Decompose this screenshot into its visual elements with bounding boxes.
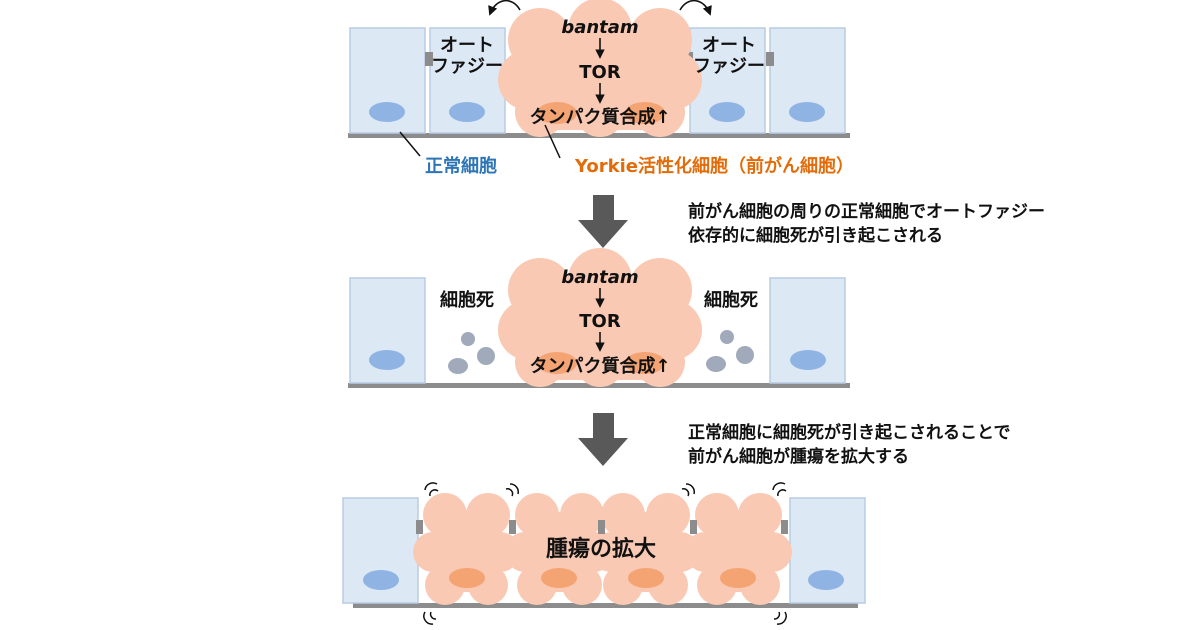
- caption-line: 前がん細胞の周りの正常細胞でオートファジー: [688, 202, 1045, 222]
- pathway-protein-synthesis: タンパク質合成↑: [529, 355, 670, 377]
- dead-cell-debris: [448, 330, 754, 374]
- nucleus: [789, 102, 825, 122]
- cell-junction: [781, 520, 788, 534]
- normal-cell-label: 正常細胞: [425, 155, 497, 177]
- cell-junction: [416, 520, 423, 534]
- stage2-panel: 細胞死 細胞死 bantam TOR タンパク質合成↑: [348, 248, 850, 388]
- nucleus: [369, 102, 405, 122]
- cell-junction: [509, 520, 516, 534]
- cell-junction: [598, 520, 605, 534]
- stage3-panel: 腫瘍の拡大: [342, 482, 866, 625]
- label-pointer: [544, 124, 561, 159]
- tumor-nucleus: [541, 568, 577, 588]
- tumor-cell: [413, 493, 520, 605]
- autophagy-label-right: ファジー: [693, 56, 765, 77]
- tumor-nucleus: [720, 568, 756, 588]
- tumor-expansion-label: 腫瘍の拡大: [546, 536, 656, 562]
- nucleus: [363, 570, 399, 590]
- stage1-panel: オート ファジー オート ファジー bantam TOR タンパク質合成↑ 正常…: [348, 0, 854, 177]
- caption-line: 正常細胞に細胞死が引き起こされることで: [688, 423, 1011, 443]
- wiggle-motion-icon: [423, 482, 787, 625]
- autophagy-label-left: ファジー: [431, 56, 503, 77]
- pathway-tor: TOR: [579, 311, 621, 332]
- basement-membrane: [353, 603, 858, 608]
- normal-cell: [769, 27, 846, 134]
- cell-death-label-left: 細胞死: [440, 289, 494, 311]
- curved-arrow-icon: [679, 0, 712, 16]
- tumor-nucleus: [449, 568, 485, 588]
- autophagy-label-left: オート: [440, 35, 494, 56]
- nucleus: [808, 570, 844, 590]
- nucleus: [709, 102, 745, 122]
- tumor-nucleus: [537, 102, 577, 124]
- down-arrow-icon: [578, 195, 628, 248]
- nucleus: [369, 350, 405, 370]
- tumor-cell: [685, 493, 792, 605]
- cell-junction: [766, 52, 774, 66]
- cell-junction: [690, 520, 697, 534]
- autophagy-label-right: オート: [702, 35, 756, 56]
- down-arrow-icon: [578, 413, 628, 466]
- yorkie-cell-label: Yorkie活性化細胞（前がん細胞）: [574, 155, 854, 177]
- caption-step2: 正常細胞に細胞死が引き起こされることで 前がん細胞が腫瘍を拡大する: [688, 421, 1011, 469]
- label-pointer: [399, 131, 421, 157]
- cell-death-label-right: 細胞死: [704, 289, 758, 311]
- pathway-bantam: bantam: [561, 17, 638, 38]
- caption-step1: 前がん細胞の周りの正常細胞でオートファジー 依存的に細胞死が引き起こされる: [688, 200, 1045, 248]
- nucleus: [449, 102, 485, 122]
- cell-junction: [425, 52, 433, 66]
- caption-line: 前がん細胞が腫瘍を拡大する: [688, 447, 909, 467]
- tumor-nucleus: [628, 568, 664, 588]
- tumor-nucleus: [625, 102, 665, 124]
- pathway-protein-synthesis: タンパク質合成↑: [529, 106, 670, 128]
- pathway-bantam: bantam: [561, 267, 638, 288]
- caption-line: 依存的に細胞死が引き起こされる: [688, 226, 943, 246]
- tumor-nucleus: [537, 352, 577, 374]
- pathway-tor: TOR: [579, 62, 621, 83]
- curved-arrow-icon: [488, 0, 521, 16]
- nucleus: [790, 350, 826, 370]
- tumor-nucleus: [625, 352, 665, 374]
